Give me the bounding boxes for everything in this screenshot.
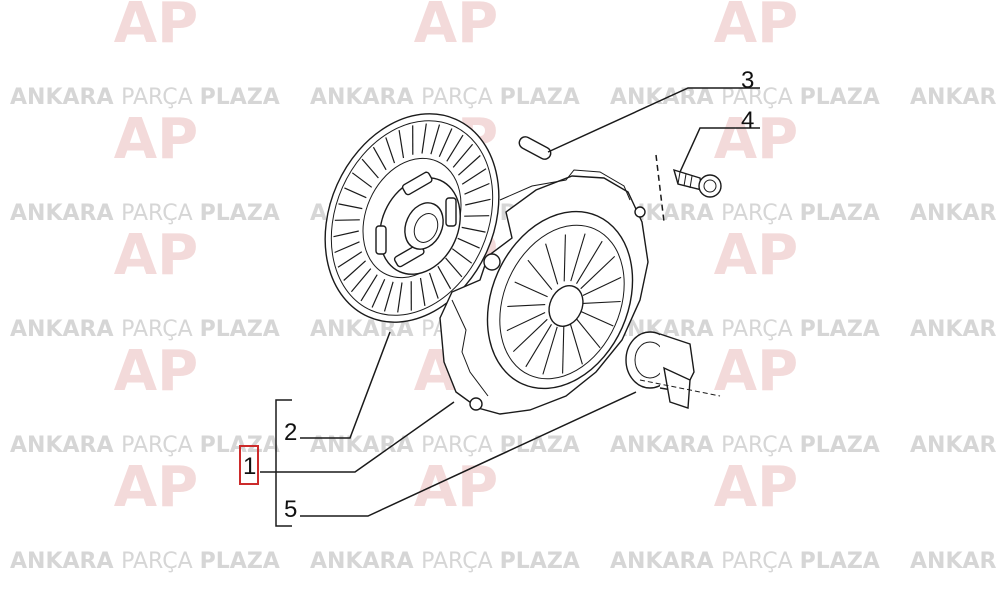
watermark-text: ANKARA PARÇA PLAZA bbox=[10, 549, 280, 574]
friction-groove bbox=[397, 282, 403, 313]
friction-groove bbox=[383, 281, 394, 312]
friction-groove bbox=[446, 134, 464, 162]
watermark-text: ANKARA PARÇA PLAZA bbox=[10, 317, 280, 342]
spring-finger bbox=[542, 326, 558, 375]
friction-groove bbox=[371, 278, 386, 308]
leader-lines bbox=[260, 87, 760, 527]
watermark-logo-icon: AP bbox=[114, 455, 198, 520]
friction-groove bbox=[452, 143, 474, 168]
spring-finger bbox=[545, 243, 559, 285]
callouts: 3 4 2 1 5 bbox=[239, 67, 754, 523]
friction-groove bbox=[372, 146, 387, 171]
friction-groove bbox=[437, 265, 452, 290]
watermark-logo-icon: AP bbox=[714, 455, 798, 520]
watermark-logo-icon: AP bbox=[714, 0, 798, 56]
friction-groove bbox=[334, 241, 360, 254]
friction-groove bbox=[344, 187, 367, 199]
callout-1-highlight bbox=[239, 445, 259, 485]
spring-finger bbox=[563, 234, 566, 282]
spring-finger bbox=[562, 326, 565, 374]
watermark-logo-icon: AP bbox=[114, 107, 198, 172]
friction-groove bbox=[343, 260, 367, 281]
watermark-logo-icon: AP bbox=[714, 107, 798, 172]
watermark-text: ANKARA PARÇA PLAZA bbox=[10, 201, 280, 226]
friction-groove bbox=[360, 274, 378, 302]
watermark-logo-icon: AP bbox=[114, 0, 198, 56]
watermark-text: ANKAR bbox=[910, 433, 997, 458]
watermark-text: ANKAR bbox=[910, 549, 997, 574]
friction-groove bbox=[457, 155, 481, 176]
spring-finger bbox=[569, 323, 583, 365]
watermark-text: ANKARA PARÇA PLAZA bbox=[310, 85, 580, 110]
spring-finger bbox=[514, 281, 548, 298]
spring-finger bbox=[506, 312, 546, 332]
dowel-pin[interactable] bbox=[517, 135, 553, 162]
friction-groove bbox=[461, 226, 486, 233]
callout-4[interactable]: 4 bbox=[741, 107, 754, 134]
friction-groove bbox=[351, 172, 373, 188]
friction-groove bbox=[430, 124, 441, 155]
friction-groove bbox=[398, 130, 405, 159]
watermark-layer: ANKARA PARÇA PLAZA ANKARA PARÇA PLAZA ANKA… bbox=[10, 0, 997, 574]
friction-groove bbox=[438, 128, 453, 158]
watermark-logo-icon: AP bbox=[114, 339, 198, 404]
watermark-logo-icon: AP bbox=[414, 455, 498, 520]
watermark-text: ANKAR bbox=[910, 317, 997, 342]
release-bearing[interactable] bbox=[625, 331, 721, 409]
watermark-logo-icon: AP bbox=[414, 0, 498, 56]
watermark-text: ANKARA PARÇA PLAZA bbox=[10, 85, 280, 110]
spring-finger bbox=[570, 233, 586, 282]
clutch-disc[interactable] bbox=[293, 86, 531, 350]
callout-1[interactable]: 1 bbox=[243, 453, 256, 480]
friction-groove bbox=[338, 203, 363, 210]
friction-groove bbox=[451, 248, 473, 264]
spring-finger bbox=[507, 304, 546, 308]
spring-finger bbox=[525, 324, 552, 368]
spring-finger bbox=[582, 300, 621, 304]
callout-5[interactable]: 5 bbox=[284, 496, 297, 523]
friction-groove bbox=[461, 168, 487, 185]
spring-finger bbox=[527, 259, 553, 290]
watermark-text: ANKARA PARÇA PLAZA bbox=[610, 433, 880, 458]
friction-groove bbox=[464, 215, 490, 217]
friction-groove bbox=[350, 268, 372, 293]
callout-2[interactable]: 2 bbox=[284, 419, 297, 446]
friction-groove bbox=[337, 251, 363, 268]
friction-groove bbox=[445, 257, 463, 278]
watermark-logo-icon: AP bbox=[714, 339, 798, 404]
friction-groove bbox=[464, 182, 490, 195]
watermark-text: ANKARA PARÇA PLAZA bbox=[310, 549, 580, 574]
friction-groove bbox=[457, 237, 480, 249]
friction-groove bbox=[334, 219, 360, 221]
friction-groove bbox=[419, 277, 426, 306]
friction-groove bbox=[385, 137, 396, 164]
friction-groove bbox=[421, 123, 427, 154]
watermark-logo-icon: AP bbox=[114, 223, 198, 288]
pressure-plate[interactable] bbox=[439, 169, 660, 415]
watermark-text: ANKAR bbox=[910, 201, 997, 226]
watermark-logo-icon: AP bbox=[714, 223, 798, 288]
friction-groove bbox=[465, 198, 491, 206]
spring-finger bbox=[582, 276, 622, 296]
watermark-text: ANKARA PARÇA PLAZA bbox=[310, 433, 580, 458]
watermark-text: ANKARA PARÇA PLAZA bbox=[610, 549, 880, 574]
friction-groove bbox=[333, 230, 359, 238]
watermark-text: ANKAR bbox=[910, 85, 997, 110]
spring-finger bbox=[580, 256, 616, 290]
spring-finger bbox=[576, 240, 603, 284]
spring-finger bbox=[580, 310, 614, 327]
spring-finger bbox=[512, 318, 548, 352]
friction-groove bbox=[361, 158, 379, 179]
spring-finger bbox=[575, 318, 601, 349]
friction-groove bbox=[428, 272, 439, 299]
bolt[interactable] bbox=[672, 168, 722, 198]
callout-3[interactable]: 3 bbox=[741, 67, 754, 94]
watermark-text: ANKARA PARÇA PLAZA bbox=[610, 85, 880, 110]
